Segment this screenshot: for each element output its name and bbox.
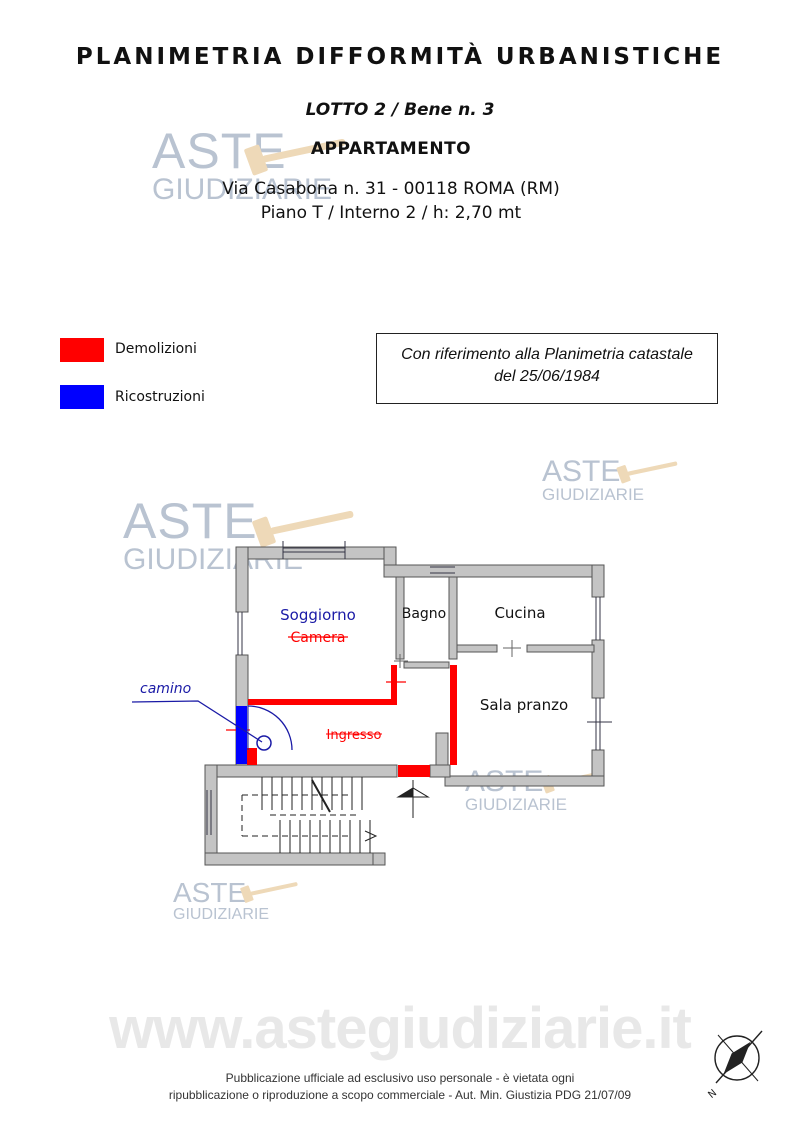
wall <box>383 564 605 578</box>
room-label-camera: Camera <box>291 630 346 646</box>
watermark-brand: ASTE <box>173 877 247 908</box>
watermark-logo: ASTE GIUDIZIARIE <box>152 126 333 206</box>
legend-swatch-reconstruction <box>60 385 104 409</box>
room-label-bagno: Bagno <box>402 606 447 622</box>
camino-leader <box>131 700 263 743</box>
legend-swatch-demolition <box>60 338 104 362</box>
wall <box>444 775 605 787</box>
wall <box>435 732 449 766</box>
watermark-logo: ASTE GIUDIZIARIE <box>542 455 645 504</box>
watermark-brand-sub: GIUDIZIARIE <box>152 172 333 206</box>
legend-label-demolition: Demolizioni <box>115 341 197 357</box>
demolition-wall <box>398 765 430 777</box>
footer-line: Pubblicazione ufficiale ad esclusivo uso… <box>225 1071 575 1085</box>
reference-date: del 25/06/1984 <box>494 368 600 385</box>
wall <box>403 661 450 669</box>
address-line: Via Casabona n. 31 - 00118 ROMA (RM) <box>222 179 560 199</box>
fireplace-symbol <box>256 735 272 751</box>
demolition-wall <box>450 665 457 765</box>
demolition-marks <box>247 665 457 777</box>
wall <box>235 546 249 613</box>
wall <box>372 852 386 866</box>
demolition-wall <box>247 748 257 765</box>
wall <box>429 764 451 778</box>
watermark-brand: ASTE <box>542 455 621 488</box>
wall <box>456 644 498 653</box>
room-label-cucina: Cucina <box>494 604 545 622</box>
reference-line: Con riferimento alla Planimetria catasta… <box>401 346 693 363</box>
door-marks <box>394 640 521 668</box>
gavel-watermark-icon <box>252 510 354 548</box>
wall <box>448 576 458 660</box>
stair-steps <box>261 777 371 853</box>
north-compass-icon: N <box>706 1030 763 1100</box>
address-block: Via Casabona n. 31 - 00118 ROMA (RM) Pia… <box>0 177 782 225</box>
windows <box>206 541 612 835</box>
reconstruction-wall <box>236 706 247 764</box>
watermark-brand-sub: GIUDIZIARIE <box>542 484 645 504</box>
watermark-brand: ASTE <box>123 493 258 549</box>
compass-label: N <box>706 1088 719 1100</box>
reference-box: Con riferimento alla Planimetria catasta… <box>376 333 718 404</box>
wall <box>204 852 386 866</box>
door-swing <box>247 705 293 751</box>
watermark-logo: ASTE GIUDIZIARIE <box>123 493 303 574</box>
wall <box>526 644 595 653</box>
room-label-soggiorno: Soggiorno <box>280 606 356 624</box>
watermark-brand-sub: GIUDIZIARIE <box>173 905 270 923</box>
room-label-ingresso: Ingresso <box>327 728 382 743</box>
footer-notice: Pubblicazione ufficiale ad esclusivo uso… <box>0 1070 800 1104</box>
watermark-logo: ASTE GIUDIZIARIE <box>173 877 270 923</box>
floor-line: Piano T / Interno 2 / h: 2,70 mt <box>260 203 522 223</box>
demolition-wall <box>248 699 396 705</box>
label-camino: camino <box>140 681 191 697</box>
room-label-sala-pranzo: Sala pranzo <box>480 696 568 714</box>
legend-label-reconstruction: Ricostruzioni <box>115 389 205 405</box>
wall <box>591 564 605 598</box>
property-type: APPARTAMENTO <box>310 139 472 159</box>
footer-line: ripubblicazione o riproduzione a scopo c… <box>168 1088 632 1102</box>
gavel-watermark-icon <box>244 138 346 176</box>
watermark-site: www.astegiudiziarie.it <box>109 996 692 1061</box>
gavel-watermark-icon <box>616 461 678 484</box>
lot-label: LOTTO 2 / Bene n. 3 <box>305 100 495 120</box>
gavel-watermark-icon <box>240 882 298 903</box>
wall <box>204 764 398 778</box>
wall <box>235 546 397 560</box>
section-marker-icon <box>396 780 430 818</box>
page-title: PLANIMETRIA DIFFORMITÀ URBANISTICHE <box>75 44 725 70</box>
demolition-wall <box>391 665 397 705</box>
wall <box>591 639 605 699</box>
watermark-brand-sub: GIUDIZIARIE <box>465 794 568 814</box>
stair-arrow-icon <box>364 830 378 842</box>
